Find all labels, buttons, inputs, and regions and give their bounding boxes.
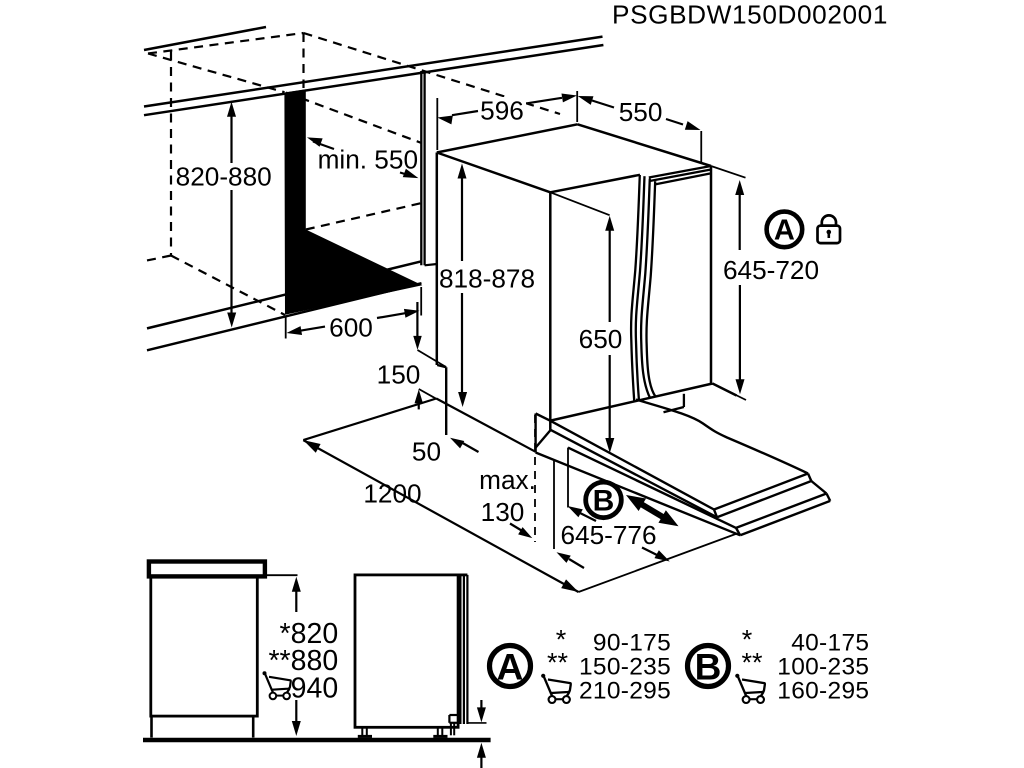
svg-text:818-878: 818-878 xyxy=(439,264,535,294)
svg-text:*: * xyxy=(556,625,567,655)
svg-text:600: 600 xyxy=(329,313,373,343)
svg-text:50: 50 xyxy=(412,437,441,467)
svg-text:**880: **880 xyxy=(268,645,338,677)
svg-text:940: 940 xyxy=(291,673,339,705)
svg-text:596: 596 xyxy=(480,96,524,126)
svg-text:*: * xyxy=(742,625,753,655)
svg-text:A: A xyxy=(497,647,524,688)
svg-text:150-235: 150-235 xyxy=(579,654,671,681)
svg-text:130: 130 xyxy=(481,497,525,527)
svg-text:A: A xyxy=(774,214,795,246)
svg-text:160-295: 160-295 xyxy=(777,678,869,705)
svg-text:40-175: 40-175 xyxy=(791,630,869,657)
svg-text:645-720: 645-720 xyxy=(723,255,819,285)
svg-text:550: 550 xyxy=(619,97,663,127)
svg-text:**: ** xyxy=(547,648,569,678)
svg-text:100-235: 100-235 xyxy=(777,654,869,681)
svg-text:210-295: 210-295 xyxy=(579,678,671,705)
svg-text:*820: *820 xyxy=(280,618,339,650)
svg-text:150: 150 xyxy=(377,360,421,390)
svg-text:**: ** xyxy=(741,648,763,678)
svg-text:645-776: 645-776 xyxy=(560,520,656,550)
svg-text:max.: max. xyxy=(479,465,536,495)
svg-text:90-175: 90-175 xyxy=(593,630,671,657)
svg-text:650: 650 xyxy=(579,324,623,354)
svg-text:1200: 1200 xyxy=(363,479,421,509)
svg-text:820-880: 820-880 xyxy=(176,162,272,192)
svg-text:B: B xyxy=(695,647,722,688)
svg-text:min. 550: min. 550 xyxy=(318,145,418,175)
svg-text:B: B xyxy=(593,484,615,517)
svg-text:PSGBDW150D002001: PSGBDW150D002001 xyxy=(612,0,888,30)
